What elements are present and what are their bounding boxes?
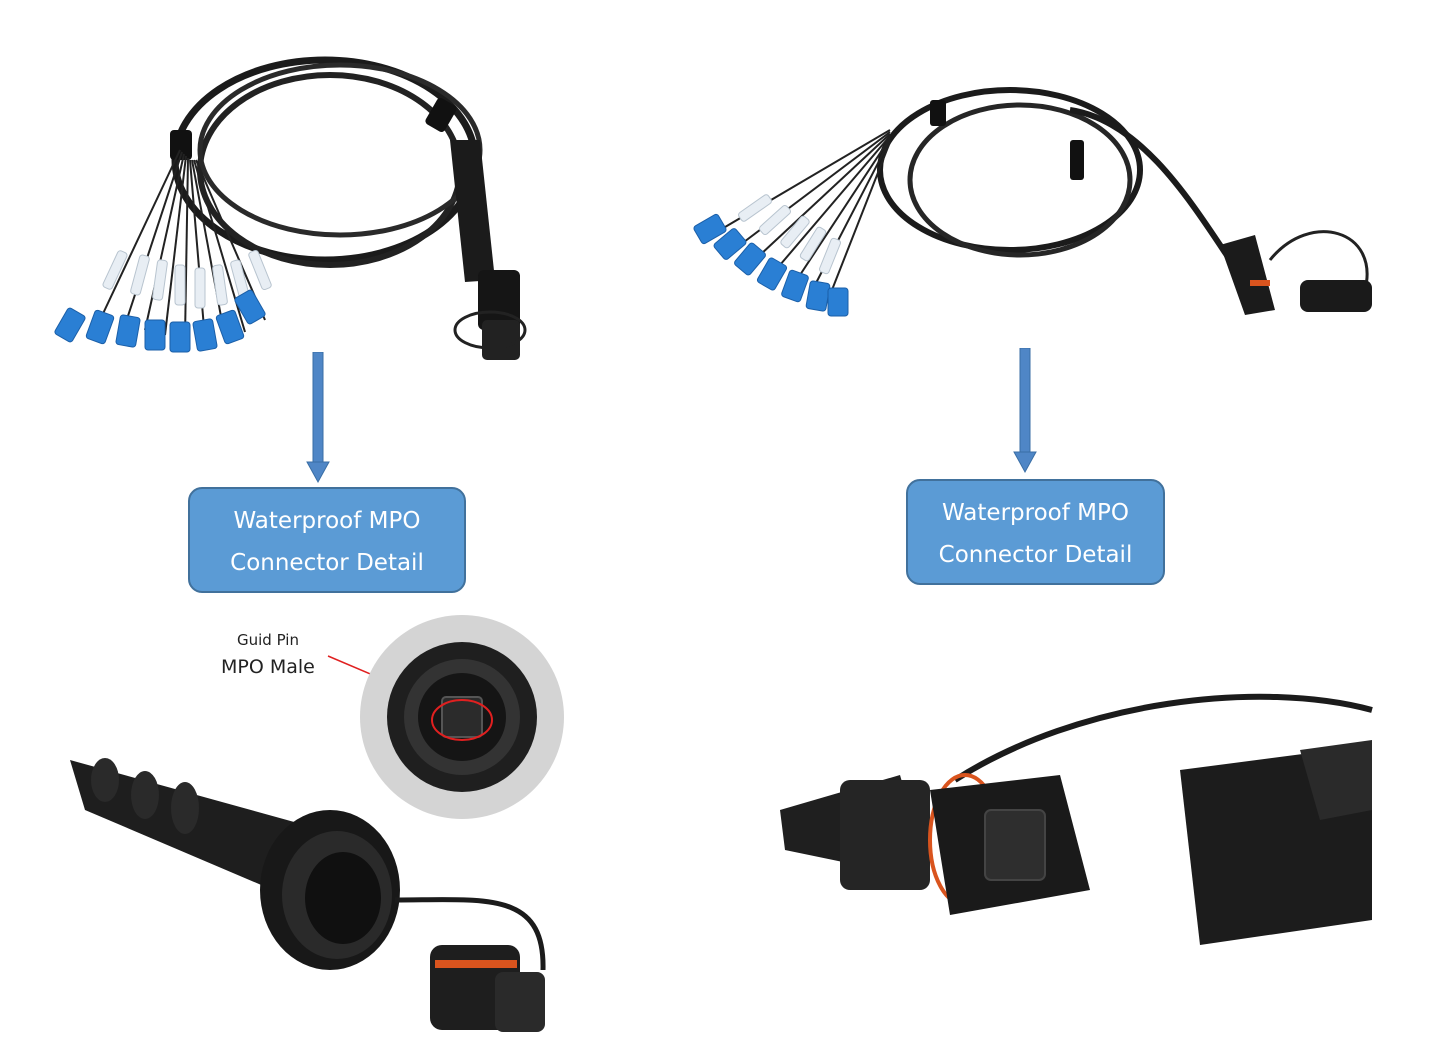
right-label-line2: Connector Detail — [938, 542, 1133, 568]
left-down-arrow — [306, 352, 330, 484]
left-waterproof-connector-photo — [70, 758, 546, 1032]
right-connector-detail-label: Waterproof MPO Connector Detail — [906, 479, 1165, 585]
guid-pin-callout: Guid Pin — [237, 631, 299, 649]
right-label-line1: Waterproof MPO — [942, 500, 1129, 526]
left-label-line2: Connector Detail — [230, 550, 424, 576]
right-waterproof-connector-photo — [780, 693, 1373, 945]
right-down-arrow — [1013, 348, 1037, 474]
right-fanout-cable-photo — [693, 87, 1372, 317]
mpo-male-callout: MPO Male — [221, 656, 315, 678]
left-fanout-cable-photo — [54, 56, 527, 360]
mpo-male-closeup-photo — [327, 615, 564, 819]
left-label-line1: Waterproof MPO — [233, 508, 421, 534]
left-connector-detail-label: Waterproof MPO Connector Detail — [188, 487, 466, 593]
